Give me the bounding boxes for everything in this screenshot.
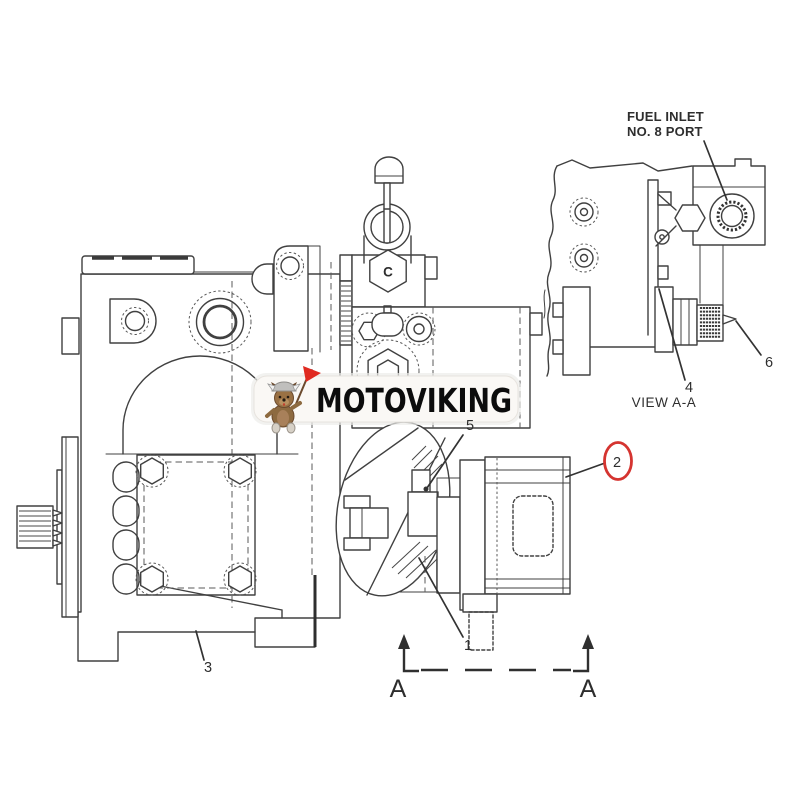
section-label-right: A — [580, 675, 597, 703]
watermark-brand-text: MOTOVIKING — [316, 381, 512, 420]
fitting-part-6 — [654, 286, 737, 353]
section-arrow-left — [398, 634, 410, 649]
section-label-left: A — [390, 675, 407, 703]
fuel-inlet-annotation-line1: FUEL INLET — [627, 109, 704, 124]
detail-view-a-a: FUEL INLET NO. 8 PORT VIEW A-A — [543, 109, 766, 410]
pump-housing — [61, 245, 341, 662]
callout-label-2: 2 — [613, 455, 621, 471]
callout-2: 2 — [565, 441, 633, 481]
callout-label-4: 4 — [685, 380, 693, 396]
callout-2-red-circle — [603, 441, 633, 481]
callout-1: 1 — [418, 557, 472, 654]
fuel-inlet-leader-line — [703, 140, 728, 201]
section-arrow-right — [582, 634, 594, 649]
callout-5: 5 — [426, 418, 474, 489]
viking-dog-icon — [265, 366, 321, 434]
fuel-inlet-annotation-line2: NO. 8 PORT — [627, 124, 703, 139]
callout-label-3: 3 — [204, 660, 212, 676]
gear-pump — [399, 456, 571, 651]
callout-6: 6 — [735, 320, 773, 371]
callout-3: 3 — [195, 630, 212, 676]
callout-label-5: 5 — [466, 418, 474, 434]
valve-c-marking: C — [383, 265, 393, 280]
callout-4: 4 — [658, 288, 693, 396]
callout-label-6: 6 — [765, 355, 773, 371]
control-valve-stack: C — [339, 156, 438, 346]
view-a-a-label: VIEW A-A — [632, 395, 697, 410]
mounting-plate — [135, 454, 257, 596]
callouts: 1 2 3 4 5 6 — [195, 288, 773, 676]
section-cut-indicator: A A — [390, 634, 597, 703]
drive-shaft — [16, 436, 79, 618]
callout-label-1: 1 — [464, 638, 472, 654]
watermark: MOTOVIKING — [251, 366, 521, 434]
cutaway-section — [335, 421, 452, 597]
